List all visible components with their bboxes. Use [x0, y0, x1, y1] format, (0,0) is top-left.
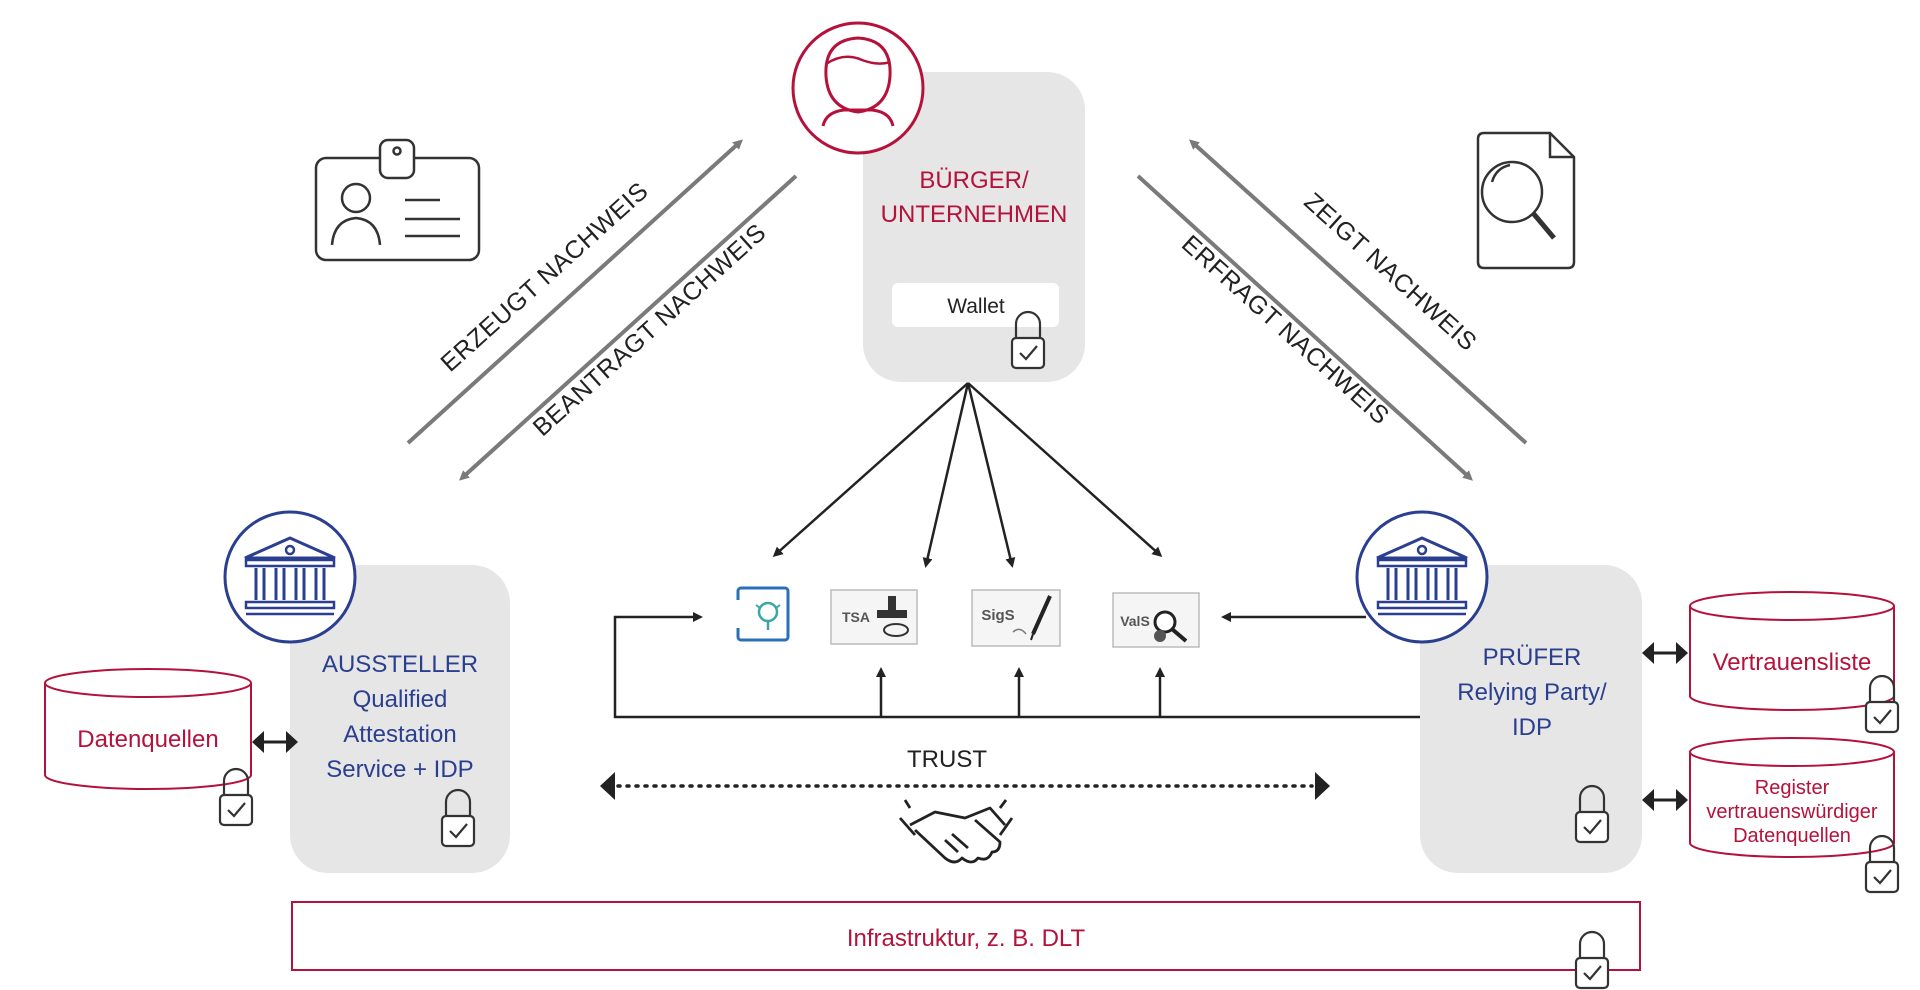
register-cylinder	[1689, 737, 1895, 858]
tsa-service-icon: TSA	[830, 589, 918, 645]
citizen-title-line1: BÜRGER/	[919, 167, 1029, 194]
issuer-title-line2: Qualified	[353, 686, 448, 713]
id-card-icon	[314, 138, 481, 262]
vals-service-icon: ValS	[1112, 592, 1200, 648]
vault-service-icon	[736, 586, 790, 642]
issuer-bank-icon	[223, 510, 357, 644]
arrow-wallet-tsa	[922, 382, 970, 568]
issuer-box	[290, 565, 510, 873]
arrow-creates	[406, 139, 743, 445]
trust-list-label: Vertrauensliste	[1713, 649, 1872, 676]
trust-list-cylinder	[1689, 591, 1895, 711]
infrastructure-label: Infrastruktur, z. B. DLT	[847, 925, 1086, 952]
data-sources-cylinder	[44, 668, 252, 790]
arrow-asks	[1136, 174, 1473, 481]
arrow-verifier-register	[1642, 789, 1688, 811]
citizen-title-line2: UNTERNEHMEN	[881, 201, 1068, 228]
issuer-title-line4: Service + IDP	[326, 756, 473, 783]
register-label-line1: Register	[1755, 777, 1830, 799]
trust-arrowhead-left	[600, 772, 615, 800]
infrastructure-bar	[291, 901, 1641, 971]
sigs-label: SigS	[981, 607, 1014, 624]
verifier-box	[1420, 565, 1642, 873]
register-label-line2: vertrauenswürdiger	[1706, 801, 1878, 823]
wallet-label: Wallet	[947, 295, 1005, 318]
arrow-datasources-issuer	[252, 731, 298, 753]
vals-label: ValS	[1120, 613, 1150, 629]
trust-arrowhead-right	[1315, 772, 1330, 800]
issuer-title-line3: Attestation	[343, 721, 456, 748]
handshake-icon	[898, 799, 1014, 864]
register-label-line3: Datenquellen	[1733, 825, 1851, 847]
label-shows: ZEIGT NACHWEIS	[1299, 187, 1483, 356]
data-sources-label: Datenquellen	[77, 726, 218, 753]
document-search-icon	[1476, 131, 1576, 270]
verifier-title-line1: PRÜFER	[1483, 644, 1582, 671]
arrow-requests	[459, 174, 798, 481]
trust-label: TRUST	[907, 746, 987, 773]
sigs-service-icon: SigS	[971, 589, 1061, 647]
verifier-title-line3: IDP	[1512, 714, 1552, 741]
wallet-box	[892, 283, 1059, 327]
arrow-verifier-trustlist	[1642, 642, 1688, 664]
tsa-label: TSA	[842, 609, 870, 625]
arrow-shows	[1189, 139, 1528, 445]
verifier-title-line2: Relying Party/	[1457, 679, 1607, 706]
issuer-title-line1: AUSSTELLER	[322, 651, 478, 678]
person-icon	[791, 21, 925, 155]
arrow-wallet-sigs	[966, 382, 1016, 568]
arrow-wallet-vals	[967, 382, 1163, 558]
verifier-bank-icon	[1355, 510, 1489, 644]
arrow-wallet-vault	[772, 382, 969, 557]
trust-connector-line	[613, 612, 1420, 719]
